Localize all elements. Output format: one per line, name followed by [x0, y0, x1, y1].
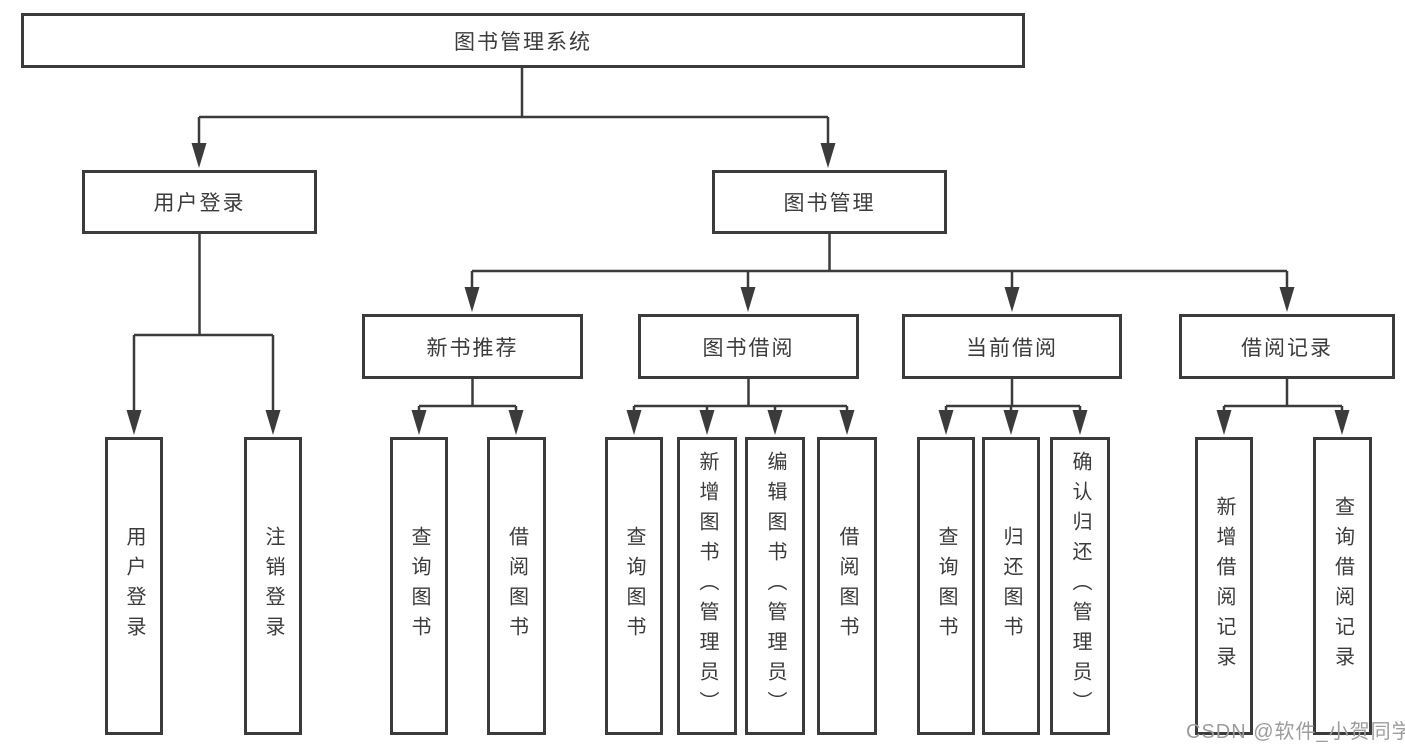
- node-book-management: 图书管理: [712, 170, 947, 234]
- leaf-record-add-borrow-record: 新增借阅记录: [1195, 437, 1253, 735]
- leaf-record-add-borrow-record-label: 新增借阅记录: [1213, 496, 1235, 676]
- node-user-login: 用户登录: [82, 170, 317, 234]
- edge-borrow-to-leaves: [632, 378, 849, 415]
- leaf-current-return-books-label: 归还图书: [1000, 526, 1022, 646]
- edge-recommend-to-leaves: [417, 378, 518, 415]
- leaf-user-login: 用户登录: [105, 437, 163, 735]
- leaf-record-query-borrow-record: 查询借阅记录: [1313, 437, 1372, 735]
- leaf-borrowing-query-books: 查询图书: [605, 437, 663, 735]
- edge-bookmgmt-to-level3: [470, 234, 1289, 293]
- edge-current-to-leaves: [944, 378, 1082, 415]
- leaf-borrowing-borrow-books-label: 借阅图书: [836, 526, 858, 646]
- edge-userlogin-to-leaves: [132, 234, 275, 415]
- leaf-borrowing-edit-books-admin: 编辑图书（管理员）: [745, 437, 805, 735]
- edge-record-to-leaves: [1222, 378, 1344, 415]
- leaf-borrowing-query-books-label: 查询图书: [623, 526, 645, 646]
- node-current-borrowing: 当前借阅: [902, 314, 1122, 379]
- leaf-logout-label: 注销登录: [262, 526, 284, 646]
- leaf-current-query-books-label: 查询图书: [935, 526, 957, 646]
- leaf-logout: 注销登录: [244, 437, 302, 735]
- leaf-record-query-borrow-record-label: 查询借阅记录: [1331, 496, 1354, 676]
- node-library-management-system: 图书管理系统: [21, 13, 1025, 68]
- leaf-user-login-label: 用户登录: [123, 526, 145, 646]
- node-borrowing-records: 借阅记录: [1179, 314, 1395, 379]
- leaf-current-return-books: 归还图书: [982, 437, 1040, 735]
- csdn-watermark: CSDN @软件_小贺同学: [1186, 721, 1405, 743]
- leaf-recommend-borrow-books: 借阅图书: [487, 437, 546, 735]
- leaf-recommend-borrow-books-label: 借阅图书: [505, 526, 528, 646]
- leaf-current-query-books: 查询图书: [917, 437, 975, 735]
- leaf-borrowing-edit-books-admin-label: 编辑图书（管理员）: [764, 451, 786, 721]
- arrowheads: [126, 143, 1350, 435]
- leaf-borrowing-add-books-admin: 新增图书（管理员）: [677, 437, 737, 735]
- leaf-recommend-query-books: 查询图书: [390, 437, 448, 735]
- node-book-borrowing: 图书借阅: [638, 314, 859, 379]
- leaf-borrowing-borrow-books: 借阅图书: [817, 437, 877, 735]
- leaf-recommend-query-books-label: 查询图书: [408, 526, 430, 646]
- edge-root-to-level2: [197, 66, 830, 148]
- node-new-book-recommendation: 新书推荐: [362, 314, 583, 379]
- leaf-borrowing-add-books-admin-label: 新增图书（管理员）: [696, 451, 718, 721]
- leaf-current-confirm-return-admin: 确认归还（管理员）: [1050, 437, 1110, 735]
- leaf-current-confirm-return-admin-label: 确认归还（管理员）: [1069, 451, 1091, 721]
